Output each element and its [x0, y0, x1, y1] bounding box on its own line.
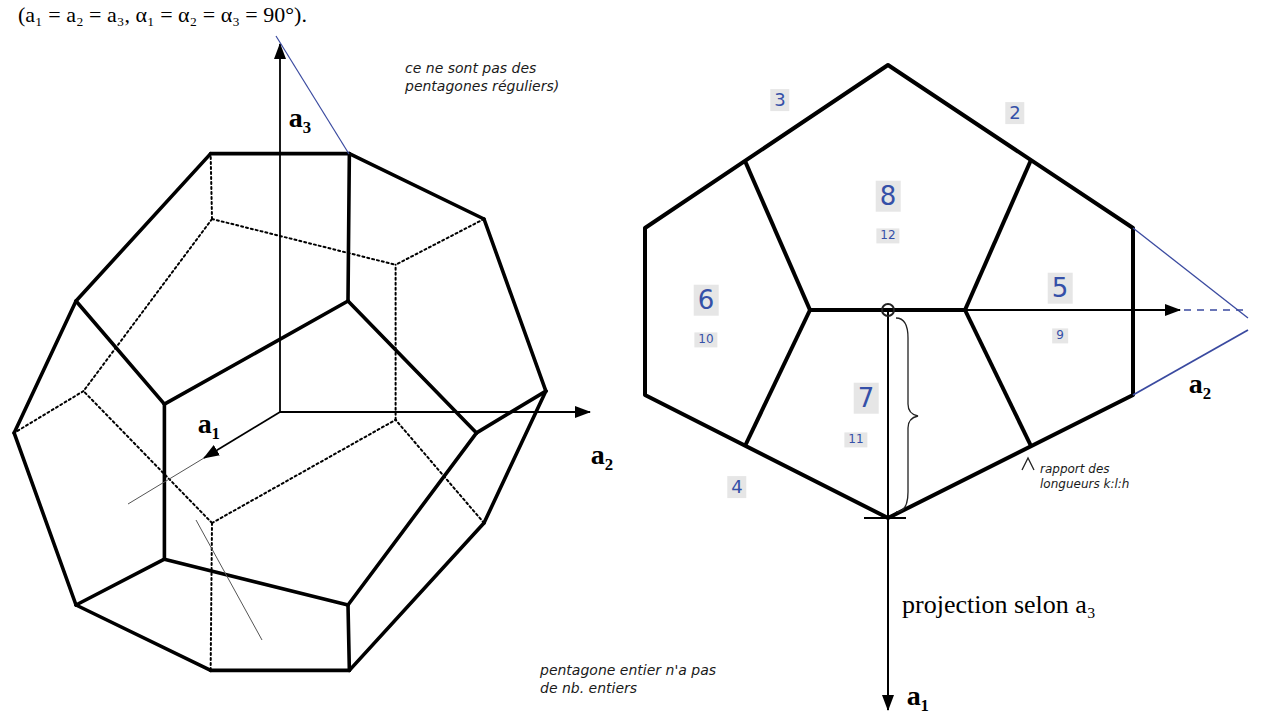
- axis-label: a₂: [591, 441, 613, 469]
- axis-label: a₃: [289, 104, 311, 132]
- face-number: 5: [1048, 273, 1073, 304]
- face-number: 4: [727, 476, 746, 498]
- hidden-edge: [395, 265, 397, 420]
- face-number: 2: [1005, 102, 1024, 124]
- visible-edge: [348, 154, 349, 301]
- handwritten-note: ce ne sont pas des pentagones réguliers): [405, 60, 580, 95]
- hidden-edge: [83, 391, 212, 523]
- visible-edge: [14, 301, 76, 433]
- origin-mark: [882, 304, 894, 316]
- visible-edge: [76, 154, 211, 301]
- face-edge: [745, 310, 810, 446]
- face-number: 11: [844, 432, 867, 447]
- hidden-edge: [83, 219, 212, 391]
- face-number: 10: [694, 332, 717, 347]
- visible-edge: [164, 559, 348, 605]
- projection-drawing: [645, 65, 1248, 710]
- tick-mark: [864, 517, 906, 519]
- hidden-edge: [211, 154, 212, 219]
- visible-edge: [349, 154, 484, 219]
- length-bracket: [896, 318, 918, 512]
- face-number: 3: [770, 89, 789, 111]
- hidden-edge: [211, 523, 212, 670]
- visible-edge: [76, 301, 164, 404]
- axis-a3: [279, 44, 281, 412]
- hidden-edge: [396, 219, 484, 265]
- face-number: 7: [854, 383, 879, 414]
- visible-edge: [349, 523, 484, 670]
- face-edge: [745, 161, 810, 310]
- face-number: 8: [876, 181, 901, 212]
- visible-edge: [76, 559, 164, 605]
- visible-edge: [348, 605, 349, 670]
- visible-edge: [211, 669, 350, 673]
- construction-line: [128, 458, 204, 504]
- axis-a2: [888, 309, 1180, 311]
- figure-caption: projection selon a₃: [902, 590, 1096, 620]
- construction-line: [1133, 228, 1248, 318]
- handwritten-note: rapport des longueurs k:l:h: [1040, 462, 1170, 492]
- face-number: 9: [1052, 328, 1068, 343]
- hidden-edge: [212, 219, 396, 265]
- handwritten-note: pentagone entier n'a pas de nb. entiers: [540, 662, 730, 697]
- face-number: 12: [876, 228, 899, 243]
- hidden-edge: [396, 420, 484, 523]
- axes-left: [128, 36, 590, 640]
- visible-edge: [348, 301, 477, 433]
- axis-label: a₂: [1187, 370, 1213, 398]
- caret-mark: [1022, 458, 1034, 470]
- visible-edge: [484, 219, 546, 391]
- hidden-edge: [212, 420, 396, 523]
- visible-edge: [164, 301, 348, 404]
- lattice-condition: (a₁ = a₂ = a₃, α₁ = α₂ = α₃ = 90°).: [18, 2, 307, 27]
- visible-edge: [348, 433, 477, 605]
- axis-a1: [887, 310, 889, 710]
- construction-line: [276, 36, 349, 154]
- construction-line: [196, 520, 262, 640]
- face-edge: [965, 160, 1031, 310]
- face-edge: [965, 310, 1031, 446]
- axis-label: a₁: [198, 410, 220, 438]
- visible-edge: [76, 605, 211, 670]
- axis-label: a₁: [907, 682, 929, 710]
- face-number: 6: [694, 285, 719, 316]
- visible-edge: [14, 433, 76, 605]
- axis-a2: [280, 411, 590, 413]
